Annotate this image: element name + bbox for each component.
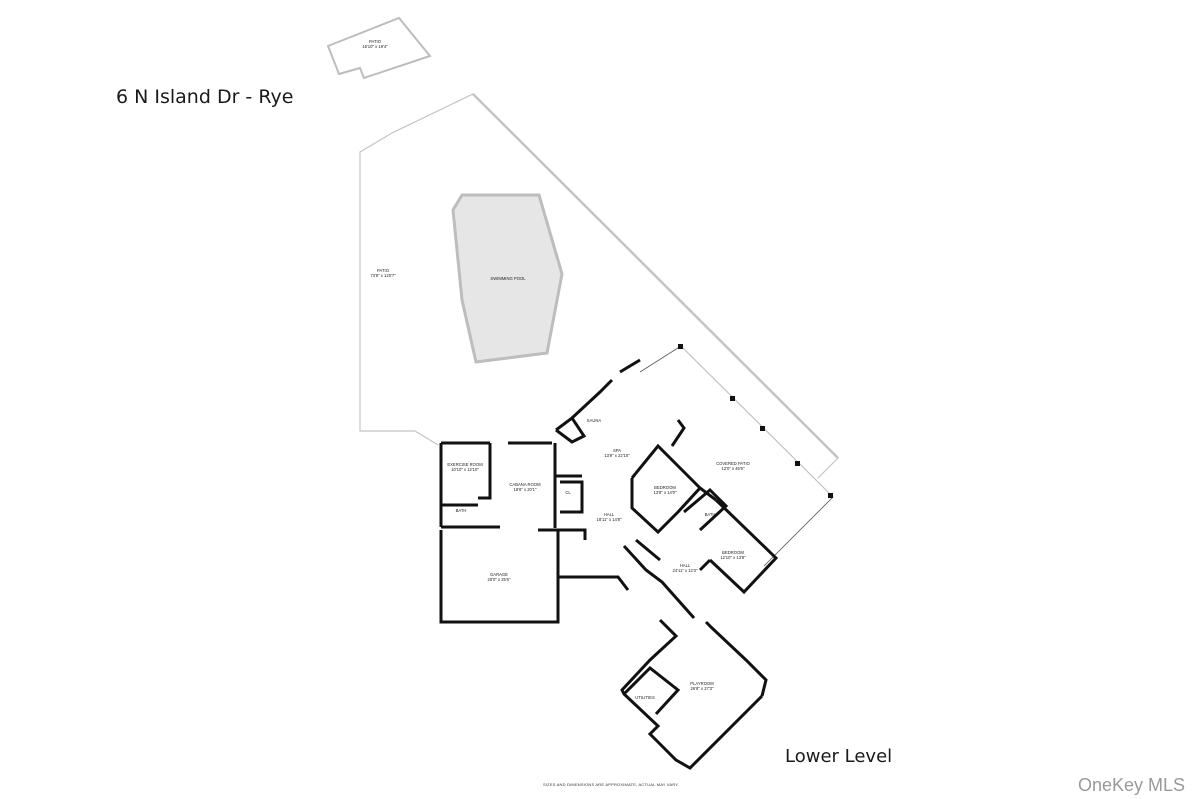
svg-text:PLAYROOM: PLAYROOM xyxy=(690,681,714,686)
small-patio-outline xyxy=(326,16,432,80)
svg-text:CABANA ROOM: CABANA ROOM xyxy=(509,482,541,487)
walls xyxy=(439,358,779,770)
svg-text:13'9" x 22'10": 13'9" x 22'10" xyxy=(604,453,630,458)
svg-text:BEDROOM: BEDROOM xyxy=(654,485,676,490)
svg-text:BATH: BATH xyxy=(705,512,716,517)
svg-text:SPA: SPA xyxy=(613,448,621,453)
svg-text:18'6" x 20'1": 18'6" x 20'1" xyxy=(514,487,537,492)
svg-text:73'8" x 120'7": 73'8" x 120'7" xyxy=(370,273,396,278)
svg-text:CL: CL xyxy=(565,490,571,495)
svg-text:GARAGE: GARAGE xyxy=(490,572,508,577)
svg-text:20'0" x 25'6": 20'0" x 25'6" xyxy=(488,577,511,582)
svg-text:EXERCISE ROOM: EXERCISE ROOM xyxy=(447,462,483,467)
svg-text:BATH: BATH xyxy=(456,508,467,513)
swimming-pool xyxy=(451,193,564,364)
large-patio-outline xyxy=(359,93,839,479)
svg-text:10'10" x 12'10": 10'10" x 12'10" xyxy=(451,467,479,472)
svg-text:UTILITIES: UTILITIES xyxy=(635,695,655,700)
svg-text:PATIO: PATIO xyxy=(369,39,382,44)
svg-text:12'0" x 45'6": 12'0" x 45'6" xyxy=(722,466,745,471)
svg-text:BEDROOM: BEDROOM xyxy=(722,550,744,555)
level-label: Lower Level xyxy=(785,746,893,767)
page-title: 6 N Island Dr - Rye xyxy=(116,86,294,108)
svg-text:13'8" x 14'0": 13'8" x 14'0" xyxy=(654,490,677,495)
svg-text:SAUNA: SAUNA xyxy=(587,418,602,423)
svg-text:HALL: HALL xyxy=(604,512,615,517)
covered-patio-outline xyxy=(639,344,834,567)
svg-text:24'11" x 12'3": 24'11" x 12'3" xyxy=(673,568,698,573)
svg-text:16'10" x 19'4": 16'10" x 19'4" xyxy=(362,44,388,49)
svg-text:COVERED PATIO: COVERED PATIO xyxy=(716,461,751,466)
svg-text:12'10" x 13'8": 12'10" x 13'8" xyxy=(720,555,746,560)
svg-text:18'11" x 14'8": 18'11" x 14'8" xyxy=(597,517,622,522)
svg-text:PATIO: PATIO xyxy=(377,268,390,273)
svg-text:HALL: HALL xyxy=(680,563,691,568)
disclaimer-text: SIZES AND DIMENSIONS ARE APPROXIMATE, AC… xyxy=(543,782,680,787)
svg-text:SWIMMING POOL: SWIMMING POOL xyxy=(490,276,526,281)
watermark: OneKey MLS xyxy=(1078,775,1186,795)
svg-text:26'8" x 27'3": 26'8" x 27'3" xyxy=(691,686,714,691)
